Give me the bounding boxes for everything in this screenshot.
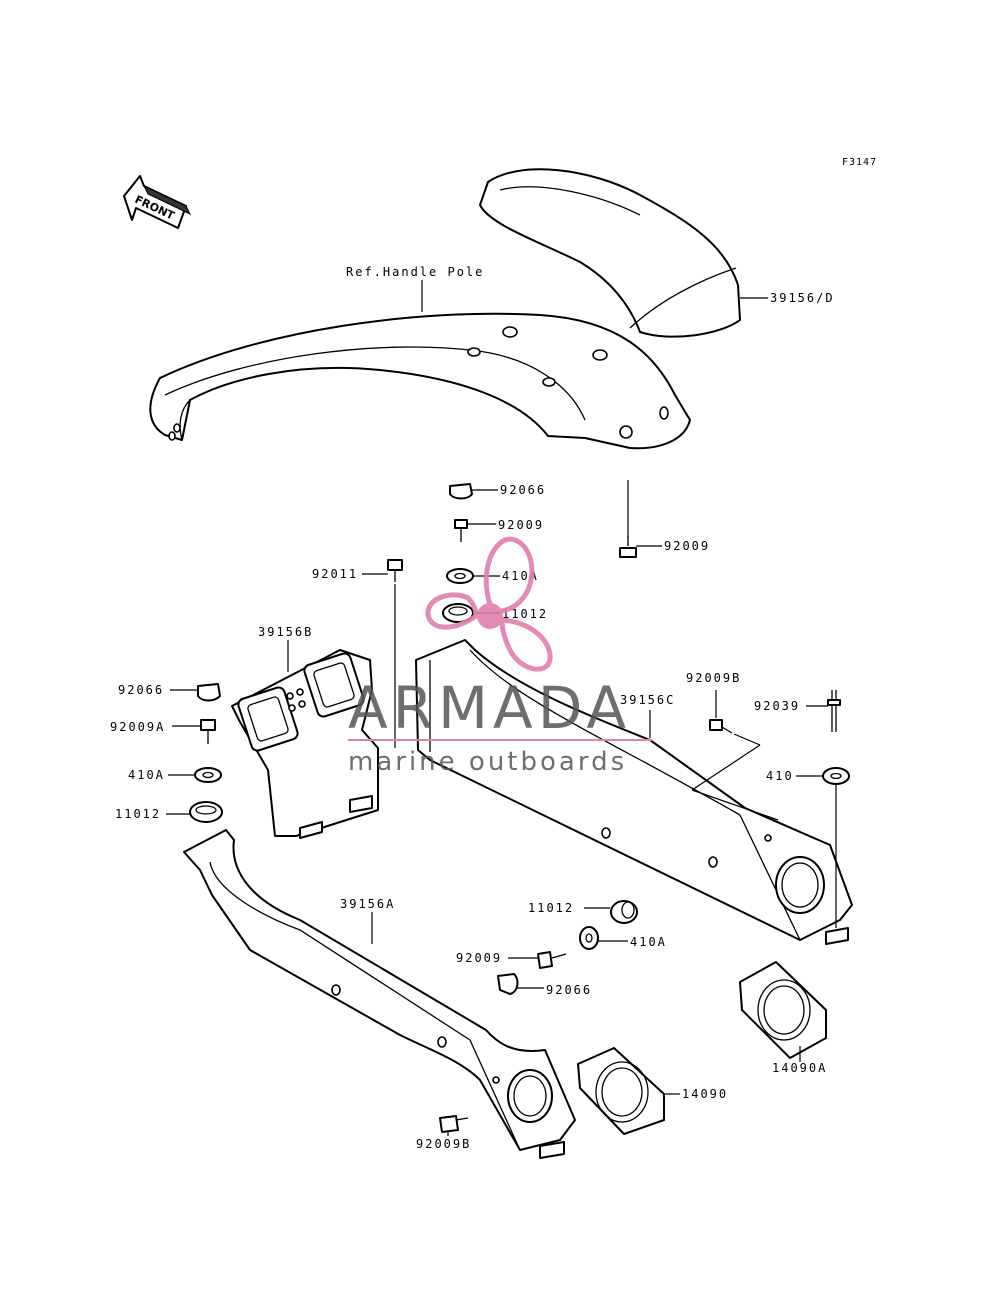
watermark-tagline: marine outboards — [348, 747, 627, 777]
label-92009B-right: 92009B — [686, 671, 741, 685]
label-14090A: 14090A — [772, 1061, 827, 1075]
plate-14090 — [577, 1047, 665, 1135]
label-14090: 14090 — [682, 1087, 728, 1101]
label-92009-right: 92009 — [664, 539, 710, 553]
bolt-92009B-bottom — [439, 1115, 469, 1133]
watermark-brand: ARMADA — [348, 674, 631, 742]
label-92039: 92039 — [754, 699, 800, 713]
label-410A-left: 410A — [128, 768, 165, 782]
label-410A-top: 410A — [502, 569, 539, 583]
label-92009-top: 92009 — [498, 518, 544, 532]
rail-39156A — [183, 829, 576, 1159]
label-39156D: 39156/D — [770, 291, 835, 305]
cap-92066-mid — [497, 973, 519, 995]
washer-410A-top — [446, 568, 474, 584]
watermark: ARMADA marine outboards — [348, 536, 652, 777]
cap-92066-left — [197, 683, 221, 702]
label-92011: 92011 — [312, 567, 358, 581]
grommet-11012-mid — [610, 900, 638, 924]
cap-92066-top — [449, 483, 473, 500]
figure-code: F3147 — [842, 157, 877, 168]
reference-label: Ref.Handle Pole — [346, 265, 484, 279]
plate-14090A — [739, 961, 827, 1059]
washer-410A-mid — [579, 926, 599, 950]
rail-39156C — [415, 639, 853, 945]
label-39156C: 39156C — [620, 693, 675, 707]
label-92066-top: 92066 — [500, 483, 546, 497]
front-panel-39156B — [231, 649, 379, 839]
label-11012-top: 11012 — [502, 607, 548, 621]
bolt-92011 — [387, 559, 403, 582]
label-92066-left: 92066 — [118, 683, 164, 697]
label-410A-mid: 410A — [630, 935, 667, 949]
propeller-logo-icon — [425, 536, 553, 672]
pin-92039 — [827, 690, 841, 732]
front-arrow-icon: FRONT — [123, 175, 192, 229]
grommet-11012-top — [442, 603, 474, 623]
washer-410 — [822, 767, 850, 785]
label-39156B: 39156B — [258, 625, 313, 639]
bolt-92009B-right — [709, 719, 733, 734]
bolt-92009-mid — [537, 951, 567, 969]
label-39156A: 39156A — [340, 897, 395, 911]
label-410: 410 — [766, 769, 794, 783]
label-92066-mid: 92066 — [546, 983, 592, 997]
grommet-11012-left — [189, 801, 223, 823]
bolt-92009A — [200, 719, 216, 744]
label-92009A: 92009A — [110, 720, 165, 734]
label-92009B-bottom: 92009B — [416, 1137, 471, 1151]
handle-pole-pad — [479, 168, 741, 338]
label-92009-mid: 92009 — [456, 951, 502, 965]
washer-410A-left — [194, 767, 222, 783]
bolt-92009-right — [619, 536, 637, 558]
label-11012-left: 11012 — [115, 807, 161, 821]
label-11012-mid: 11012 — [528, 901, 574, 915]
bolt-92009-top — [454, 519, 468, 542]
handle-pole-cover — [149, 312, 691, 450]
